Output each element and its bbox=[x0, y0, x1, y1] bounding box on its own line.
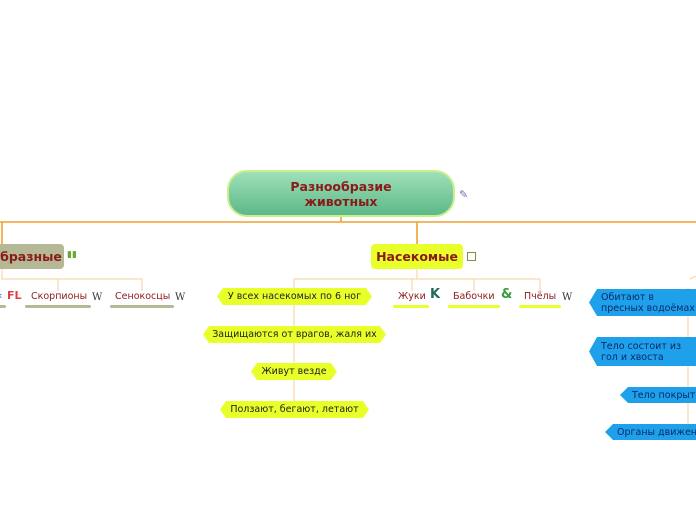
insects-node[interactable]: Насекомые bbox=[371, 244, 463, 269]
third-fact-3[interactable]: Тело покрыт bbox=[620, 387, 696, 403]
third-fact-1-label: Обитают в пресных водоёмах bbox=[601, 291, 695, 314]
bees-label: Пчёлы bbox=[524, 291, 557, 302]
butterflies-underline bbox=[448, 305, 500, 308]
insect-children-line bbox=[411, 278, 541, 291]
arachnids-title: бразные bbox=[0, 249, 62, 264]
insect-fact-1[interactable]: У всех насекомых по 6 ног bbox=[217, 288, 372, 305]
scorpions-underline bbox=[25, 305, 91, 308]
insect-fact-3-label: Живут везде bbox=[261, 366, 327, 377]
harvestmen-item[interactable]: Сенокосцы bbox=[115, 290, 170, 304]
bees-underline bbox=[519, 305, 561, 308]
beetles-label: Жуки bbox=[398, 291, 426, 302]
note-icon[interactable] bbox=[467, 252, 476, 261]
third-fact-2[interactable]: Тело состоит из гол и хвоста bbox=[589, 337, 696, 366]
insect-fact-1-label: У всех насекомых по 6 ног bbox=[227, 291, 362, 302]
root-title: Разнообразие животных bbox=[290, 178, 392, 209]
pin-icon[interactable]: ✎ bbox=[459, 188, 469, 201]
third-fact-4-label: Органы движен bbox=[617, 426, 696, 438]
beetles-item[interactable]: Жуки bbox=[398, 290, 426, 304]
arachnid-children-line bbox=[1, 269, 143, 291]
wikipedia-icon[interactable]: W bbox=[175, 292, 186, 303]
insect-fact-2-label: Защищаются от врагов, жаля их bbox=[212, 329, 377, 340]
butterflies-label: Бабочки bbox=[453, 291, 495, 302]
fl-logo-icon: FL bbox=[7, 289, 22, 302]
arachnids-node[interactable]: бразные bbox=[0, 244, 64, 269]
harvestmen-underline bbox=[110, 305, 174, 308]
scorpions-label: Скорпионы bbox=[31, 291, 88, 302]
third-fact-3-label: Тело покрыт bbox=[632, 389, 696, 401]
third-fact-2-label: Тело состоит из гол и хвоста bbox=[601, 340, 682, 363]
scorpions-item[interactable]: Скорпионы bbox=[31, 290, 87, 304]
ampersand-logo-icon[interactable]: & bbox=[501, 287, 513, 302]
insect-fact-4-label: Ползают, бегают, летают bbox=[230, 404, 359, 415]
wikipedia-icon[interactable]: W bbox=[92, 292, 103, 303]
fl-icon: ‹ bbox=[0, 290, 2, 301]
notes-icon[interactable]: ▮▮ bbox=[67, 250, 77, 260]
insects-title: Насекомые bbox=[376, 249, 458, 264]
third-fact-4[interactable]: Органы движен bbox=[605, 424, 696, 440]
beetles-underline bbox=[393, 305, 429, 308]
insect-fact-4[interactable]: Ползают, бегают, летают bbox=[220, 401, 369, 418]
k-logo-icon[interactable]: K bbox=[430, 287, 441, 302]
bees-item[interactable]: Пчёлы bbox=[524, 290, 556, 304]
root-node[interactable]: Разнообразие животных bbox=[227, 170, 455, 217]
butterflies-item[interactable]: Бабочки bbox=[453, 290, 495, 304]
third-fact-1[interactable]: Обитают в пресных водоёмах bbox=[589, 289, 696, 316]
harvestmen-label: Сенокосцы bbox=[115, 291, 171, 302]
wikipedia-icon[interactable]: W bbox=[562, 292, 573, 303]
insect-fact-2[interactable]: Защищаются от врагов, жаля их bbox=[203, 326, 386, 343]
insect-fact-3[interactable]: Живут везде bbox=[251, 363, 337, 380]
fl-underline bbox=[0, 305, 6, 308]
